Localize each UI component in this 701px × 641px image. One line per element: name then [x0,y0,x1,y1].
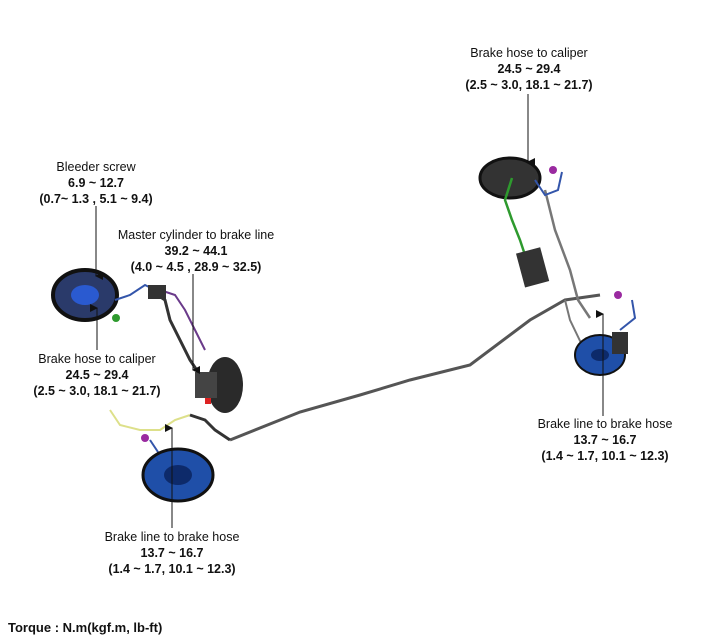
rear-right-caliper [612,332,628,354]
rear-brake-line [543,189,592,319]
callout-title: Master cylinder to brake line [117,228,275,242]
rear-left-brake-disc [478,156,542,200]
callout-rear-hose-caliper: Brake hose to caliper 24.5 ~ 29.4 (2.5 ~… [465,45,592,93]
callout-torque-alt: (1.4 ~ 1.7, 10.1 ~ 12.3) [541,449,669,463]
callout-torque-nm: 24.5 ~ 29.4 [65,368,129,382]
callout-torque-nm: 13.7 ~ 16.7 [140,546,204,560]
callout-torque-alt: (2.5 ~ 3.0, 18.1 ~ 21.7) [465,78,593,92]
callout-torque-nm: 13.7 ~ 16.7 [573,433,637,447]
callout-rear-line-hose: Brake line to brake hose 13.7 ~ 16.7 (1.… [538,416,673,464]
master-cylinder-fitting [205,398,211,404]
callout-bleeder-screw: Bleeder screw 6.9 ~ 12.7 (0.7~ 1.3 , 5.1… [39,159,152,207]
master-cylinder-booster [207,357,243,413]
rear-lower-connector [614,291,622,299]
callout-torque-alt: (1.4 ~ 1.7, 10.1 ~ 12.3) [108,562,236,576]
yellow-line [109,409,191,431]
master-cylinder [195,372,217,398]
callout-torque-alt: (2.5 ~ 3.0, 18.1 ~ 21.7) [33,384,161,398]
callout-torque-alt: (0.7~ 1.3 , 5.1 ~ 9.4) [39,192,153,206]
rear-upper-connector [549,166,557,174]
front-right-connector [141,434,149,442]
disc-hub [71,285,99,305]
callout-torque-nm: 6.9 ~ 12.7 [68,176,124,190]
rear-upper-hose [534,171,563,197]
callout-front-hose-caliper: Brake hose to caliper 24.5 ~ 29.4 (2.5 ~… [33,351,160,399]
front-right-line [189,413,231,442]
main-brake-line [229,293,601,442]
torque-unit-legend: Torque : N.m(kgf.m, lb-ft) [8,620,163,635]
front-left-connector [112,314,120,322]
disc-hub [591,349,609,361]
rear-control-unit [516,247,550,288]
callout-title: Brake line to brake hose [537,417,673,431]
master-cylinder-line-2 [159,289,206,351]
callout-title: Bleeder screw [56,160,136,174]
callout-front-line-hose: Brake line to brake hose 13.7 ~ 16.7 (1.… [105,529,240,577]
callout-title: Brake line to brake hose [104,530,240,544]
rear-green-hose [503,177,527,256]
callout-torque-alt: (4.0 ~ 4.5 , 28.9 ~ 32.5) [130,260,262,274]
abs-unit [148,285,166,299]
callout-torque-nm: 24.5 ~ 29.4 [497,62,561,76]
rear-line-to-disc [564,299,583,346]
callout-title: Brake hose to caliper [38,352,156,366]
callout-torque-nm: 39.2 ~ 44.1 [164,244,228,258]
callout-master-cylinder: Master cylinder to brake line 39.2 ~ 44.… [118,227,274,275]
callout-title: Brake hose to caliper [470,46,588,60]
rear-lower-hose [619,299,637,331]
disc-hub [164,465,192,485]
